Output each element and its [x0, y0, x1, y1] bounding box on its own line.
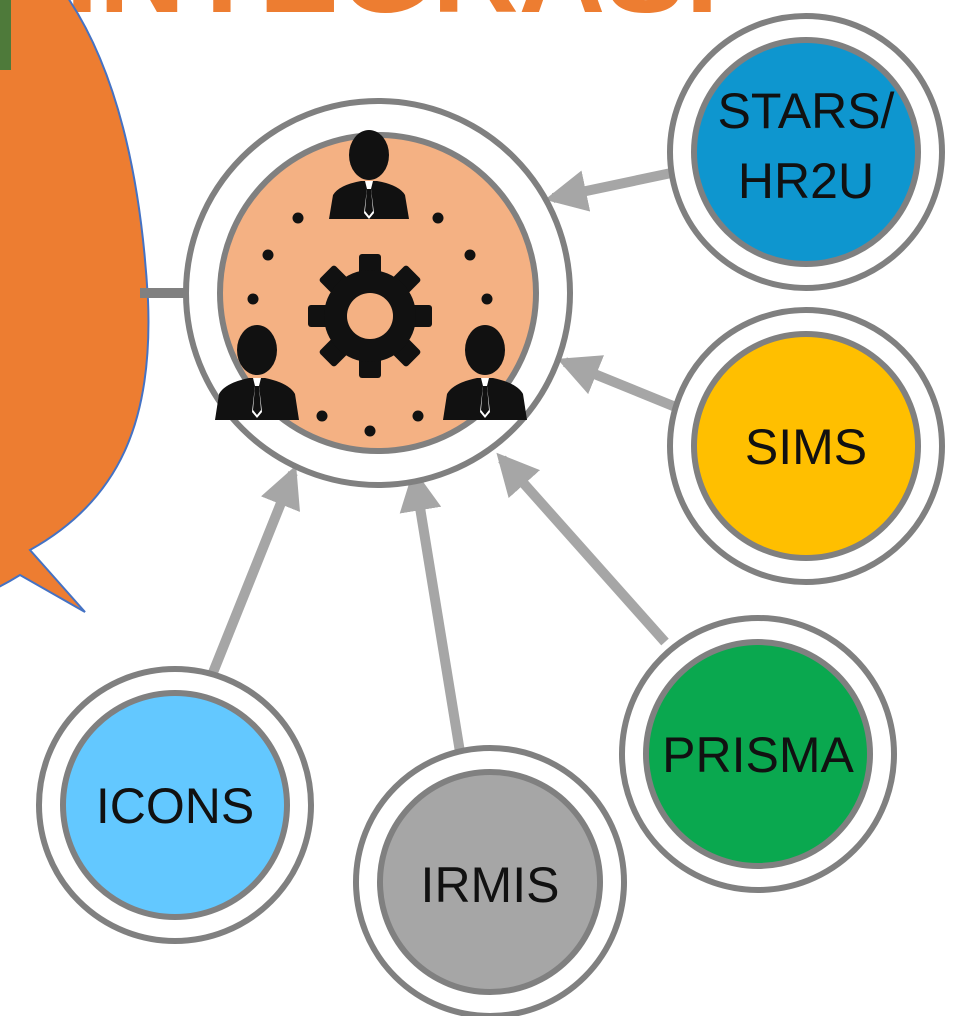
- arrow-irmis-to-hub: [399, 468, 465, 753]
- node-irmis: IRMIS: [353, 745, 627, 1019]
- node-label-irmis: IRMIS: [421, 857, 560, 913]
- team-collaboration-gear-icon: [215, 130, 527, 437]
- gear-icon: [308, 254, 432, 378]
- diagram-title: INTEGRASI: [65, 0, 718, 38]
- arrow-icons-to-hub: [205, 465, 300, 682]
- node-icons: ICONS: [36, 666, 314, 944]
- person-icon-top: [329, 130, 409, 219]
- callout-bubble: [0, 0, 150, 613]
- node-label-hr2u: HR2U: [738, 153, 874, 209]
- node-stars-hr2u: STARS/ HR2U: [667, 13, 945, 291]
- arrow-sims-to-hub: [557, 355, 680, 413]
- hub-node: [183, 98, 573, 488]
- person-icon-right: [443, 325, 527, 420]
- arrow-prisma-to-hub: [496, 452, 669, 646]
- node-label-stars: STARS/: [718, 83, 895, 139]
- node-label-sims: SIMS: [745, 419, 867, 475]
- node-label-prisma: PRISMA: [662, 727, 854, 783]
- node-prisma: PRISMA: [619, 615, 897, 893]
- node-sims: SIMS: [667, 307, 945, 585]
- node-label-icons: ICONS: [96, 778, 254, 834]
- arrows: [205, 167, 680, 753]
- person-icon-left: [215, 325, 299, 420]
- arrow-stars-to-hub: [544, 167, 678, 212]
